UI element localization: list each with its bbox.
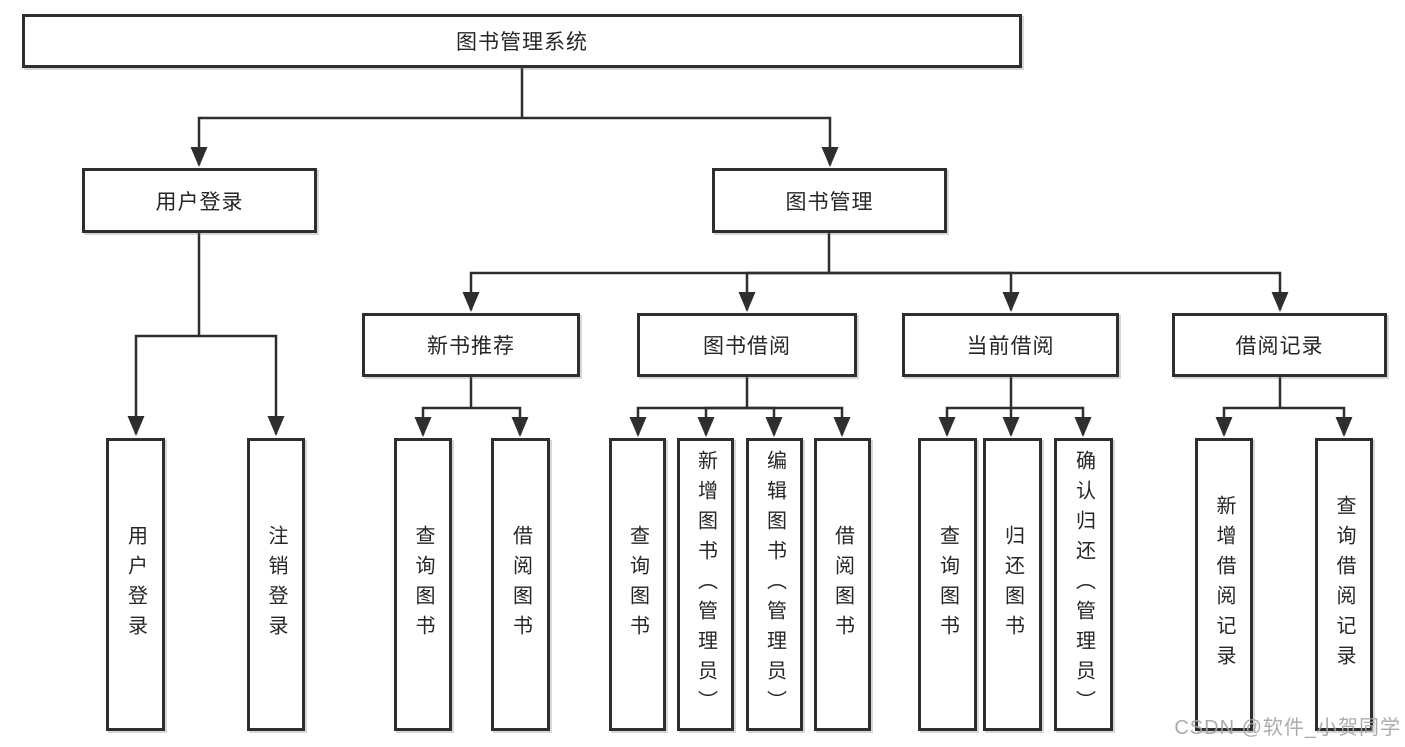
edges-root [190, 68, 839, 167]
node-user-login: 用户登录 [82, 168, 317, 233]
leaf-current-query-books: 查询图书 [918, 438, 977, 731]
leaf-borrow-query-books: 查询图书 [609, 438, 666, 731]
node-borrowing-records: 借阅记录 [1172, 313, 1387, 377]
node-library-management-system: 图书管理系统 [22, 14, 1022, 68]
leaf-borrow-borrow-books: 借阅图书 [814, 438, 871, 731]
csdn-watermark: CSDN @软件_小贺同学 [1174, 717, 1401, 739]
leaf-newbook-query-books: 查询图书 [394, 438, 452, 731]
node-current-borrowing: 当前借阅 [902, 313, 1119, 377]
leaf-newbook-borrow-books: 借阅图书 [491, 438, 550, 731]
edges-borrowing-records [1215, 377, 1353, 437]
leaf-borrow-edit-books-admin: 编辑图书（管理员） [746, 438, 803, 731]
edges-book-borrowing [629, 377, 851, 437]
leaf-records-query-borrow-record: 查询借阅记录 [1315, 438, 1373, 731]
edges-current-borrowing [938, 377, 1092, 437]
edges-user-login [127, 233, 285, 436]
leaf-current-return-books: 归还图书 [983, 438, 1042, 731]
node-new-book-recommend: 新书推荐 [362, 313, 580, 377]
leaf-records-add-borrow-record: 新增借阅记录 [1195, 438, 1253, 731]
edges-new-book-recommend [414, 377, 529, 437]
node-book-borrowing: 图书借阅 [637, 313, 857, 377]
leaf-borrow-add-books-admin: 新增图书（管理员） [677, 438, 734, 731]
leaf-user-login: 用户登录 [106, 438, 165, 731]
leaf-current-confirm-return-admin: 确认归还（管理员） [1054, 438, 1113, 731]
edges-book-management [462, 233, 1289, 312]
leaf-logout: 注销登录 [247, 438, 305, 731]
node-book-management: 图书管理 [712, 168, 947, 233]
